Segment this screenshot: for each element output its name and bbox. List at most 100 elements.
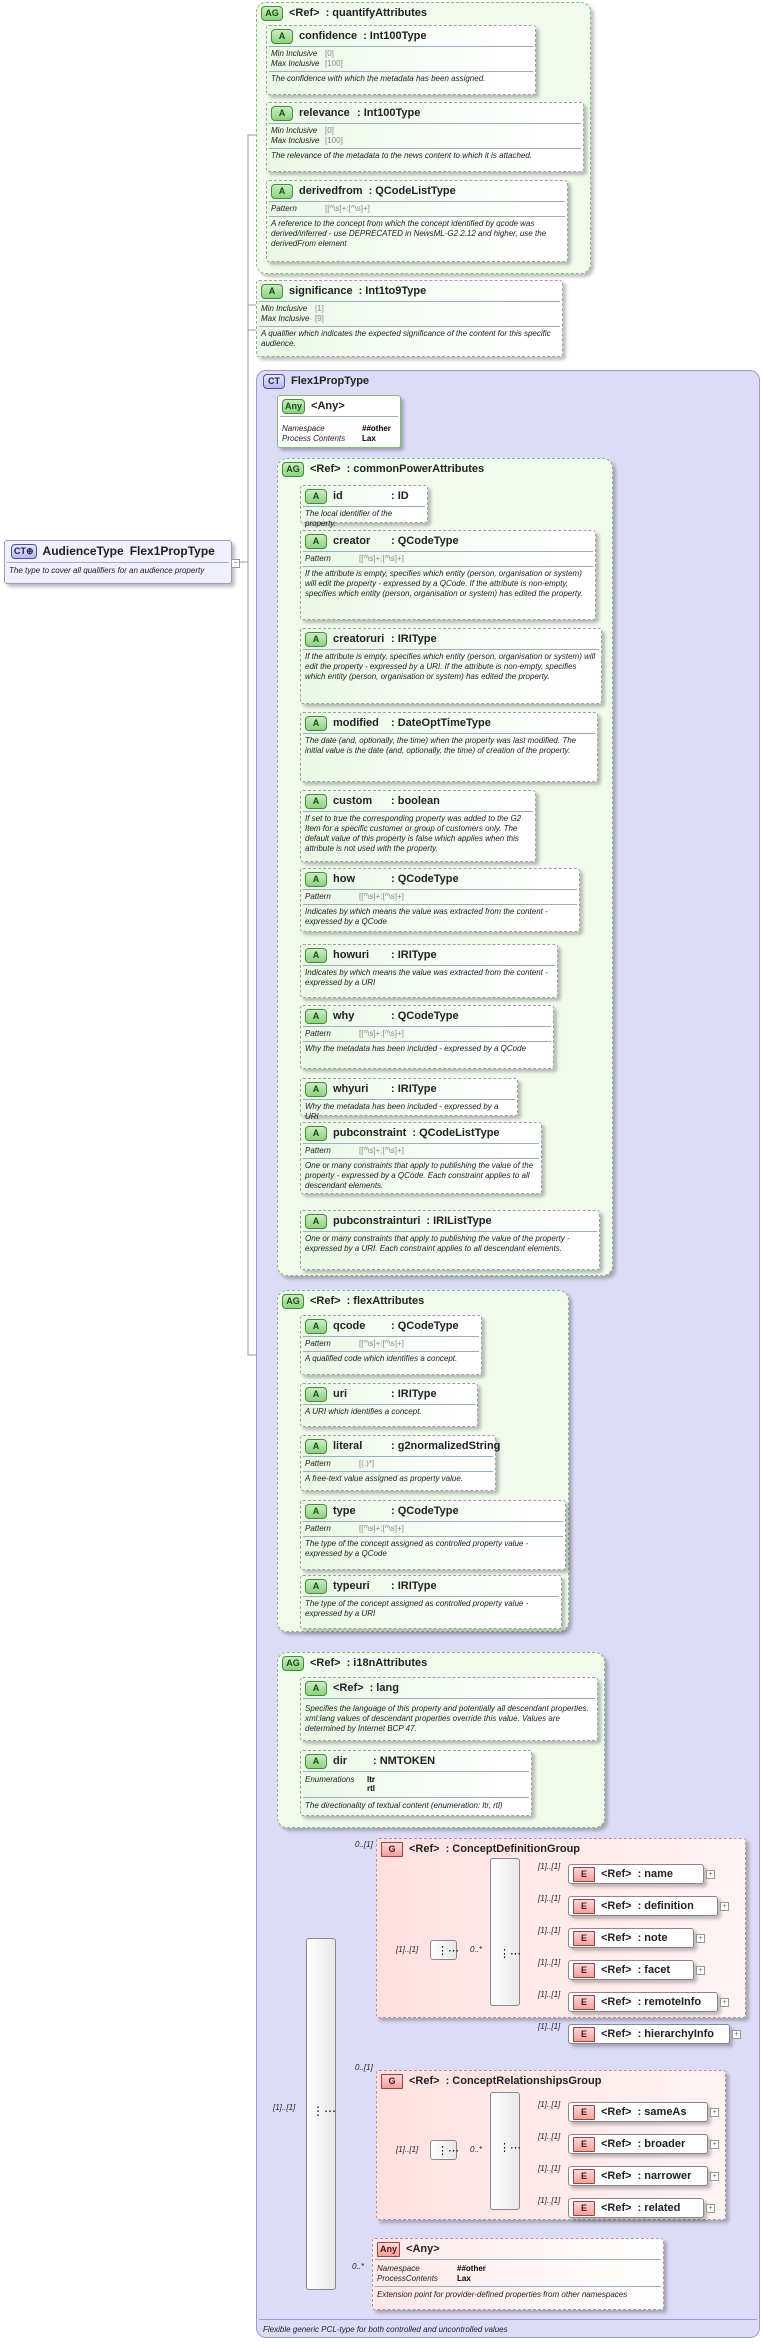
attribute-pubconstrainturi[interactable]: A pubconstrainturi : IRIListType One or … bbox=[300, 1210, 600, 1270]
element-name[interactable]: E <Ref> : name + bbox=[568, 1864, 715, 1884]
expand-icon[interactable]: + bbox=[706, 1870, 715, 1879]
attribute-name: : lang bbox=[369, 1682, 399, 1694]
attribute-creator[interactable]: A creator : QCodeType Pattern[[^\s]+:[^\… bbox=[300, 530, 596, 620]
attribute-name: modified bbox=[333, 717, 379, 729]
attribute-type: : QCodeType bbox=[391, 535, 459, 547]
attribute-whyuri[interactable]: A whyuri : IRIType Why the metadata has … bbox=[300, 1078, 518, 1121]
attribute-doc: The type of the concept assigned as cont… bbox=[305, 1599, 529, 1618]
element-hierarchyInfo[interactable]: E <Ref> : hierarchyInfo + bbox=[568, 2024, 741, 2044]
attribute-custom[interactable]: A custom : boolean If set to true the co… bbox=[300, 790, 536, 862]
expand-icon[interactable]: + bbox=[732, 2030, 741, 2039]
root-element-type: Flex1PropType bbox=[129, 544, 215, 558]
element-remoteInfo[interactable]: E <Ref> : remoteInfo + bbox=[568, 1992, 729, 2012]
attribute-icon: A bbox=[305, 1753, 327, 1769]
expand-icon[interactable]: + bbox=[720, 1998, 729, 2007]
attribute-uri[interactable]: A uri : IRIType A URI which identifies a… bbox=[300, 1383, 478, 1427]
ref-label: <Ref> bbox=[310, 1295, 341, 1307]
facet-label: Pattern bbox=[305, 1146, 331, 1155]
attribute-type[interactable]: A type : QCodeType Pattern[[^\s]+:[^\s]+… bbox=[300, 1500, 566, 1570]
attribute-doc: Indicates by which means the value was e… bbox=[305, 907, 548, 926]
expand-icon[interactable]: + bbox=[710, 2140, 719, 2149]
attribute-id[interactable]: A id : ID The local identifier of the pr… bbox=[300, 485, 428, 528]
facet-value: [0] bbox=[325, 126, 334, 135]
facet-label: Min Inclusive bbox=[261, 304, 308, 313]
attribute-type: : QCodeListType bbox=[368, 185, 456, 197]
group-name: : ConceptRelationshipsGroup bbox=[445, 2075, 602, 2087]
group-name: : ConceptDefinitionGroup bbox=[445, 1843, 581, 1855]
attribute-typeuri[interactable]: A typeuri : IRIType The type of the conc… bbox=[300, 1575, 562, 1629]
attribute-literal[interactable]: A literal : g2normalizedString Pattern[(… bbox=[300, 1435, 500, 1491]
enum-value: rtl bbox=[367, 1784, 375, 1793]
complex-type-icon: CT bbox=[263, 373, 285, 389]
choice-compositor[interactable]: ⋮⋯ bbox=[490, 2092, 521, 2210]
sequence-compositor[interactable]: ⋮⋯ bbox=[430, 2140, 459, 2160]
expand-icon[interactable]: + bbox=[710, 2172, 719, 2181]
attribute-icon: A bbox=[305, 1318, 327, 1334]
element-icon: E bbox=[573, 1866, 595, 1882]
element-cardinality: [1]..[1] bbox=[538, 2022, 561, 2031]
attribute-why[interactable]: A why : QCodeType Pattern[[^\s]+:[^\s]+]… bbox=[300, 1005, 554, 1069]
element-broader[interactable]: E <Ref> : broader + bbox=[568, 2134, 719, 2154]
element-name: : related bbox=[637, 2202, 681, 2214]
attribute-name: type bbox=[333, 1505, 356, 1517]
facet-value: [100] bbox=[325, 59, 343, 68]
element-icon: E bbox=[573, 1962, 595, 1978]
attribute-icon: A bbox=[305, 947, 327, 963]
ref-label: <Ref> bbox=[601, 1868, 632, 1880]
attribute-doc: A reference to the concept from which th… bbox=[271, 219, 547, 248]
expand-icon[interactable]: + bbox=[706, 2204, 715, 2213]
element-name: : broader bbox=[637, 2138, 686, 2150]
any-attribute[interactable]: Any <Any> Namespace##other Process Conte… bbox=[277, 395, 401, 448]
choice-compositor[interactable]: ⋮⋯ bbox=[490, 1858, 521, 2006]
facet-value: [100] bbox=[325, 136, 343, 145]
attribute-how[interactable]: A how : QCodeType Pattern[[^\s]+:[^\s]+]… bbox=[300, 868, 580, 932]
attribute-significance[interactable]: A significance : Int1to9Type Min Inclusi… bbox=[256, 280, 563, 357]
sequence-compositor[interactable] bbox=[306, 1938, 336, 2290]
any-label: <Any> bbox=[311, 400, 345, 412]
attribute-creatoruri[interactable]: A creatoruri : IRIType If the attribute … bbox=[300, 628, 602, 704]
ref-label: <Ref> bbox=[601, 2028, 632, 2040]
expand-icon[interactable]: + bbox=[720, 1902, 729, 1911]
choice-cardinality: 0..* bbox=[470, 2145, 483, 2154]
attribute-doc: A qualifier which indicates the expected… bbox=[261, 329, 551, 348]
element-definition[interactable]: E <Ref> : definition + bbox=[568, 1896, 729, 1916]
attribute-derivedfrom[interactable]: A derivedfrom : QCodeListType Pattern[[^… bbox=[266, 180, 568, 262]
attribute-qcode[interactable]: A qcode : QCodeType Pattern[[^\s]+:[^\s]… bbox=[300, 1315, 482, 1375]
attribute-relevance[interactable]: A relevance : Int100Type Min Inclusive[0… bbox=[266, 102, 584, 172]
attribute-type: : IRIType bbox=[391, 633, 437, 645]
root-element-box[interactable]: CT⊕ AudienceType Flex1PropType The type … bbox=[4, 540, 240, 584]
sequence-compositor[interactable]: ⋮⋯ bbox=[430, 1940, 459, 1960]
element-note[interactable]: E <Ref> : note + bbox=[568, 1928, 705, 1948]
element-related[interactable]: E <Ref> : related + bbox=[568, 2198, 715, 2218]
attribute-howuri[interactable]: A howuri : IRIType Indicates by which me… bbox=[300, 944, 558, 998]
attribute-group-icon: AG bbox=[282, 1655, 304, 1671]
element-name: : remoteInfo bbox=[637, 1996, 702, 2008]
group-cardinality: 0..[1] bbox=[355, 1840, 373, 1849]
element-facet[interactable]: E <Ref> : facet + bbox=[568, 1960, 705, 1980]
expand-icon[interactable]: + bbox=[696, 1966, 705, 1975]
group-cardinality: 0..[1] bbox=[355, 2063, 373, 2072]
any-element[interactable]: Any <Any> Namespace##other ProcessConten… bbox=[372, 2238, 664, 2310]
attribute-modified[interactable]: A modified : DateOptTimeType The date (a… bbox=[300, 712, 598, 782]
element-sameAs[interactable]: E <Ref> : sameAs + bbox=[568, 2102, 719, 2122]
expand-icon[interactable]: + bbox=[710, 2108, 719, 2117]
attribute-type: : IRIType bbox=[391, 1083, 437, 1095]
ref-label: <Ref> bbox=[601, 2106, 632, 2118]
facet-value: [0] bbox=[325, 49, 334, 58]
element-cardinality: [1]..[1] bbox=[538, 2164, 561, 2173]
element-narrower[interactable]: E <Ref> : narrower + bbox=[568, 2166, 719, 2186]
attribute-icon: A bbox=[305, 1680, 327, 1696]
attribute-confidence[interactable]: A confidence : Int100Type Min Inclusive[… bbox=[266, 25, 536, 95]
facet-value: [[^\s]+:[^\s]+] bbox=[359, 554, 404, 563]
attribute-icon: A bbox=[305, 1386, 327, 1402]
expand-icon[interactable]: + bbox=[696, 1934, 705, 1943]
attribute-lang[interactable]: A <Ref> : lang Specifies the language of… bbox=[300, 1677, 598, 1741]
attribute-pubconstraint[interactable]: A pubconstraint : QCodeListType Pattern[… bbox=[300, 1122, 542, 1194]
attribute-doc: The confidence with which the metadata h… bbox=[271, 74, 486, 83]
attribute-type: : g2normalizedString bbox=[391, 1440, 501, 1452]
any-icon: Any bbox=[282, 398, 306, 414]
attribute-type: : ID bbox=[391, 490, 409, 502]
ref-label: <Ref> bbox=[310, 1657, 341, 1669]
expand-icon[interactable]: − bbox=[231, 559, 240, 568]
